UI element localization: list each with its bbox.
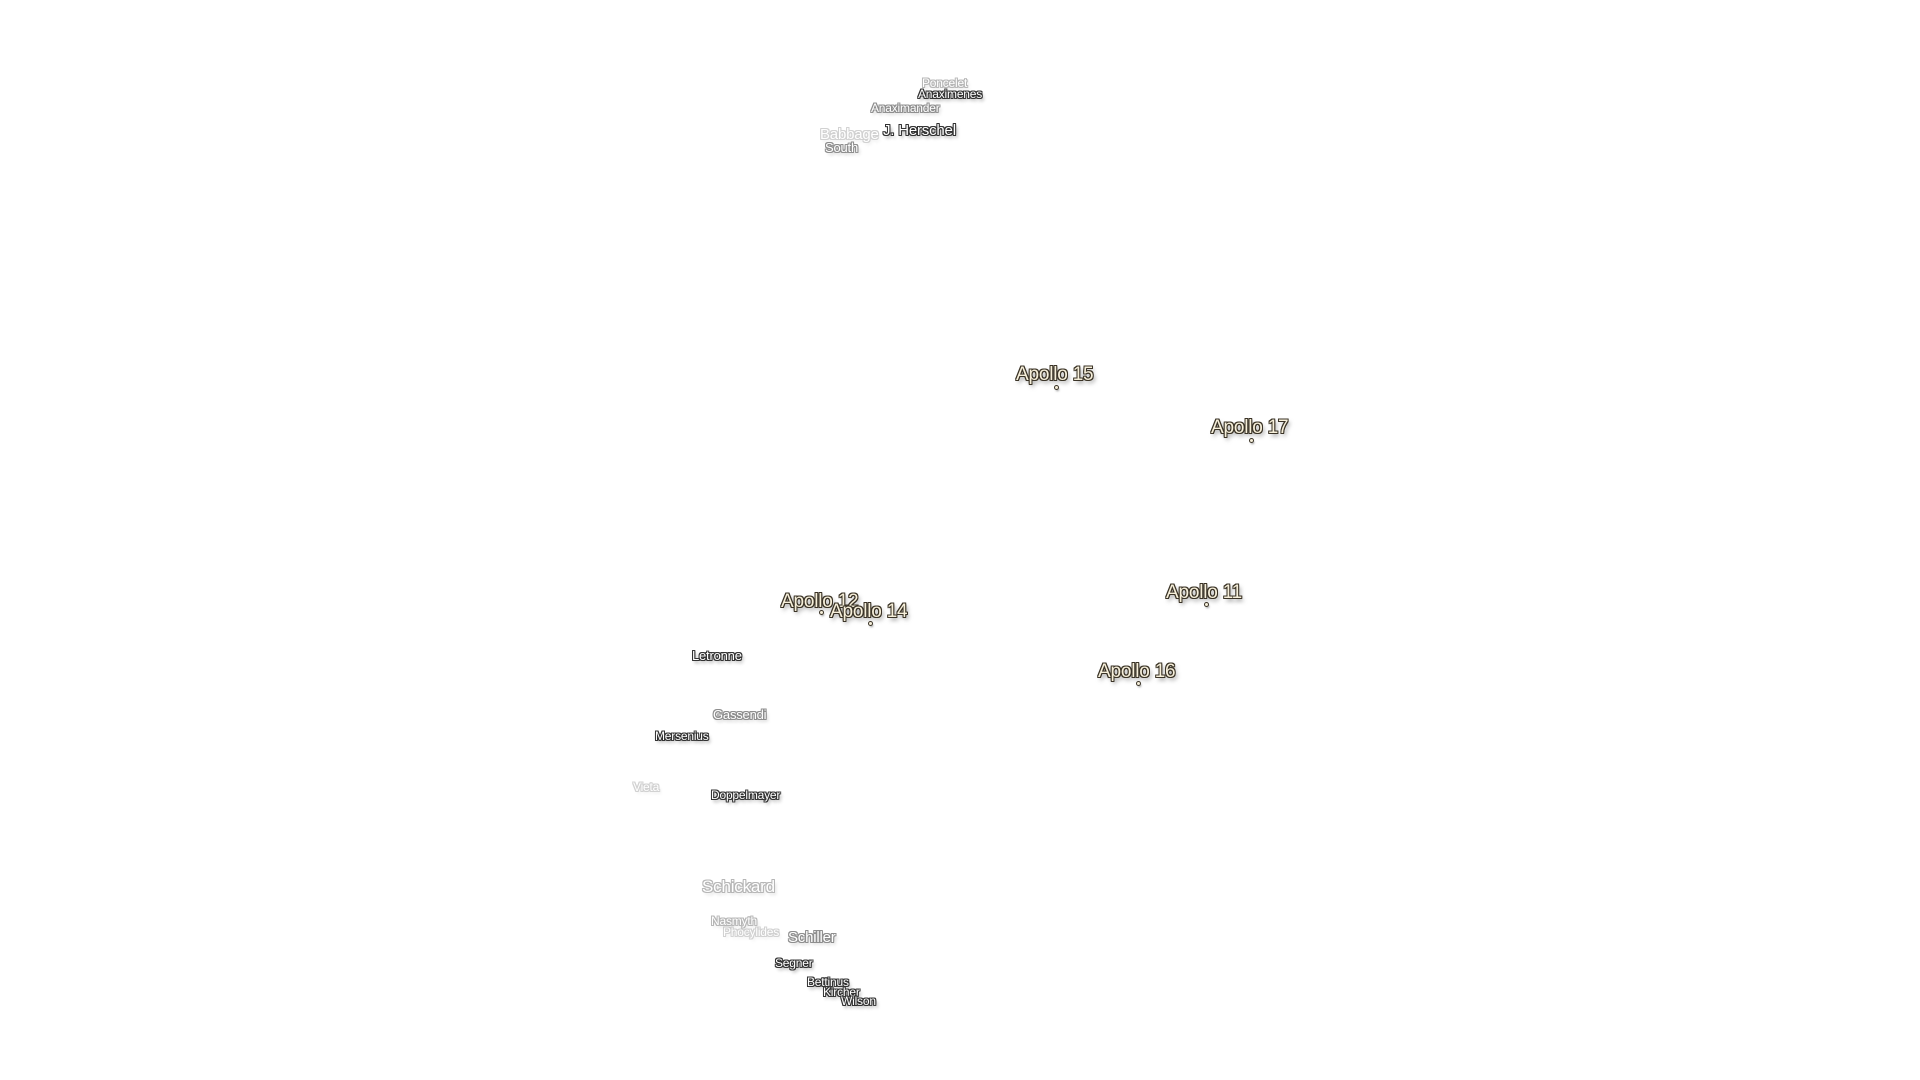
crater-label-segner[interactable]: Segner <box>775 956 813 970</box>
apollo-12-label[interactable]: Apollo 12 <box>781 591 859 612</box>
crater-label-poncelet[interactable]: Poncelet <box>922 76 968 90</box>
apollo-17-marker-icon[interactable] <box>1250 439 1253 442</box>
apollo-12-marker-icon[interactable] <box>820 611 823 614</box>
crater-label-mersenius[interactable]: Mersenius <box>655 729 709 743</box>
crater-label-wilson[interactable]: Wilson <box>841 994 876 1008</box>
crater-label-south[interactable]: South <box>825 140 858 155</box>
apollo-16-marker-icon[interactable] <box>1137 682 1140 685</box>
apollo-16-label[interactable]: Apollo 16 <box>1098 661 1176 682</box>
crater-label-nasmyth[interactable]: Nasmyth <box>711 914 757 928</box>
apollo-15-marker-icon[interactable] <box>1055 386 1058 389</box>
apollo-14-marker-icon[interactable] <box>869 622 872 625</box>
crater-label-doppelmayer[interactable]: Doppelmayer <box>711 788 781 802</box>
crater-label-babbage[interactable]: Babbage <box>820 126 879 143</box>
crater-label-kircher[interactable]: Kircher <box>823 985 860 999</box>
apollo-15-label[interactable]: Apollo 15 <box>1016 364 1094 385</box>
crater-label-schickard[interactable]: Schickard <box>702 877 775 896</box>
apollo-11-label[interactable]: Apollo 11 <box>1166 582 1243 603</box>
crater-label-anaximander[interactable]: Anaximander <box>871 101 940 115</box>
crater-label-anaximenes[interactable]: Anaximenes <box>918 87 983 101</box>
crater-label-phocylides[interactable]: Phocylides <box>723 925 780 939</box>
apollo-14-label[interactable]: Apollo 14 <box>830 601 908 622</box>
crater-label-vieta[interactable]: Vieta <box>633 780 660 794</box>
crater-label-bettinus[interactable]: Bettinus <box>807 975 849 989</box>
apollo-11-marker-icon[interactable] <box>1205 603 1208 606</box>
crater-label-gassendi[interactable]: Gassendi <box>713 707 767 722</box>
crater-label-j-herschel[interactable]: J. Herschel <box>883 122 956 139</box>
crater-label-schiller[interactable]: Schiller <box>788 929 836 946</box>
crater-label-letronne[interactable]: Letronne <box>692 648 742 663</box>
apollo-17-label[interactable]: Apollo 17 <box>1211 417 1289 438</box>
